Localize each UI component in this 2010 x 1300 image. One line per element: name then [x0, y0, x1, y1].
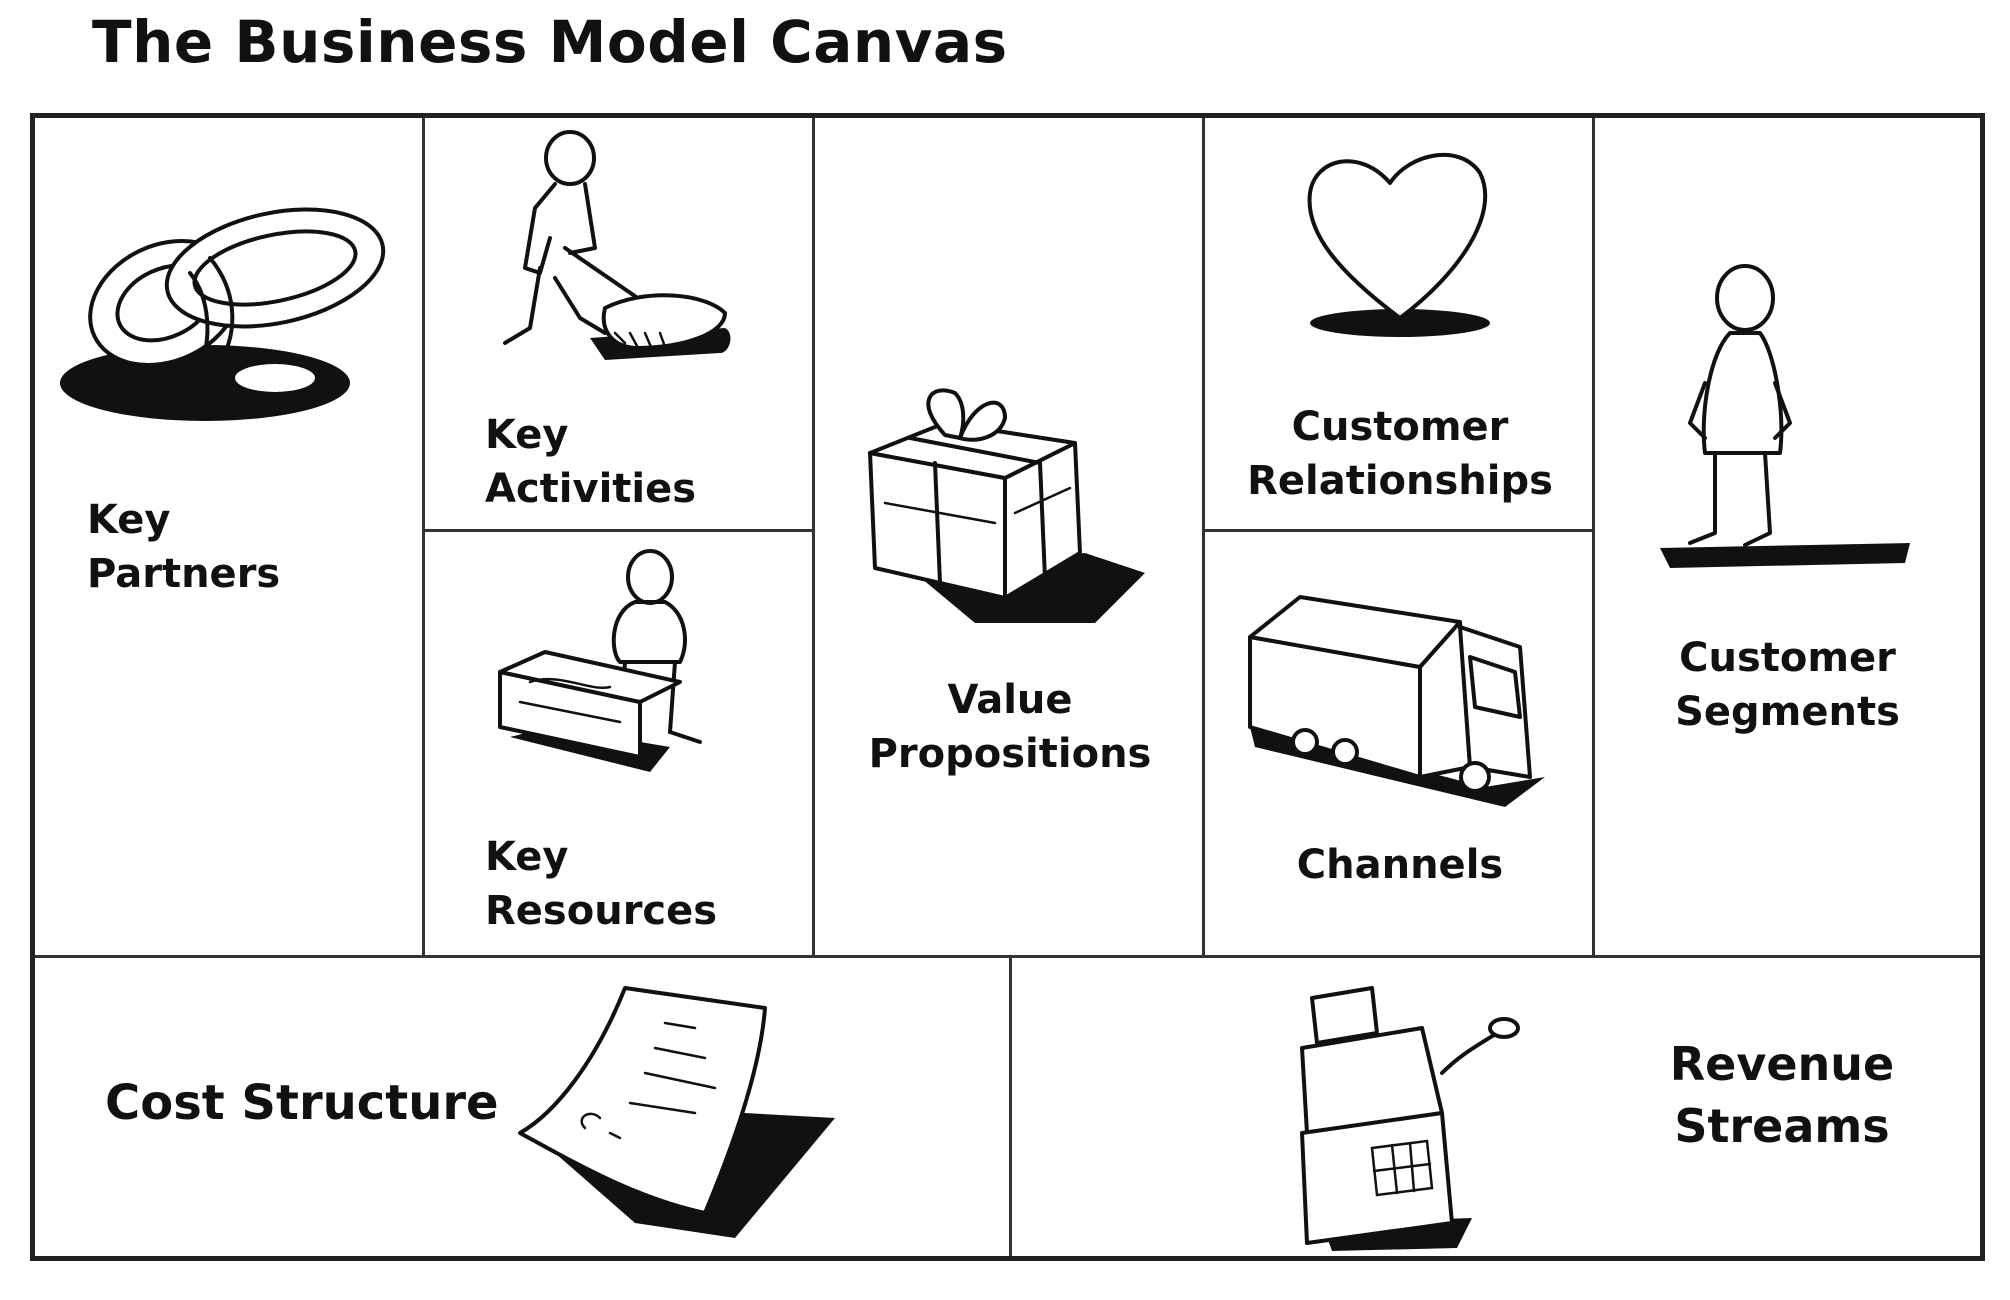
delivery-truck-icon — [1248, 595, 1545, 807]
key-resources-label-line1: Key — [485, 834, 569, 880]
revenue-streams-label-line1: Revenue — [1669, 1037, 1895, 1091]
key-partners-label-line1: Key — [87, 497, 171, 543]
block-value-propositions: Value Propositions — [815, 118, 1205, 955]
block-customer-relationships: Customer Relationships — [1205, 118, 1595, 532]
value-propositions-label-line2: Propositions — [868, 731, 1152, 777]
cash-register-icon — [1300, 986, 1520, 1251]
revenue-streams-label-line2: Streams — [1674, 1099, 1890, 1153]
block-key-partners: Key Partners — [35, 118, 425, 955]
heart-icon — [1307, 152, 1490, 337]
gift-box-icon — [868, 388, 1145, 623]
block-key-resources: Key Resources — [425, 532, 815, 955]
customer-segments-label-line2: Segments — [1675, 689, 1900, 735]
key-partners-label-line2: Partners — [87, 551, 281, 597]
block-channels: Channels — [1205, 532, 1595, 955]
invoice-paper-icon — [518, 986, 835, 1238]
person-working-icon — [503, 130, 731, 360]
customer-relationships-label-line2: Relationships — [1247, 458, 1553, 504]
cost-structure-label: Cost Structure — [105, 1075, 499, 1131]
value-propositions-label-line1: Value — [947, 677, 1073, 723]
block-customer-segments: Customer Segments — [1595, 118, 1980, 955]
block-cost-structure: Cost Structure — [35, 955, 1012, 1256]
business-model-canvas: Key Partners Key Activities — [30, 113, 1985, 1261]
person-with-supplies-icon — [498, 549, 702, 772]
customer-segments-label-line1: Customer — [1679, 635, 1896, 681]
channels-label: Channels — [1296, 842, 1504, 888]
page-title: The Business Model Canvas — [92, 8, 1008, 76]
block-revenue-streams: Revenue Streams — [1012, 955, 1980, 1256]
block-key-activities: Key Activities — [425, 118, 815, 532]
key-resources-label-line2: Resources — [485, 888, 718, 934]
interlocked-rings-icon — [60, 207, 386, 421]
standing-person-icon — [1660, 264, 1910, 568]
customer-relationships-label-line1: Customer — [1291, 404, 1509, 450]
key-activities-label-line1: Key — [485, 412, 569, 458]
key-activities-label-line2: Activities — [485, 466, 697, 512]
